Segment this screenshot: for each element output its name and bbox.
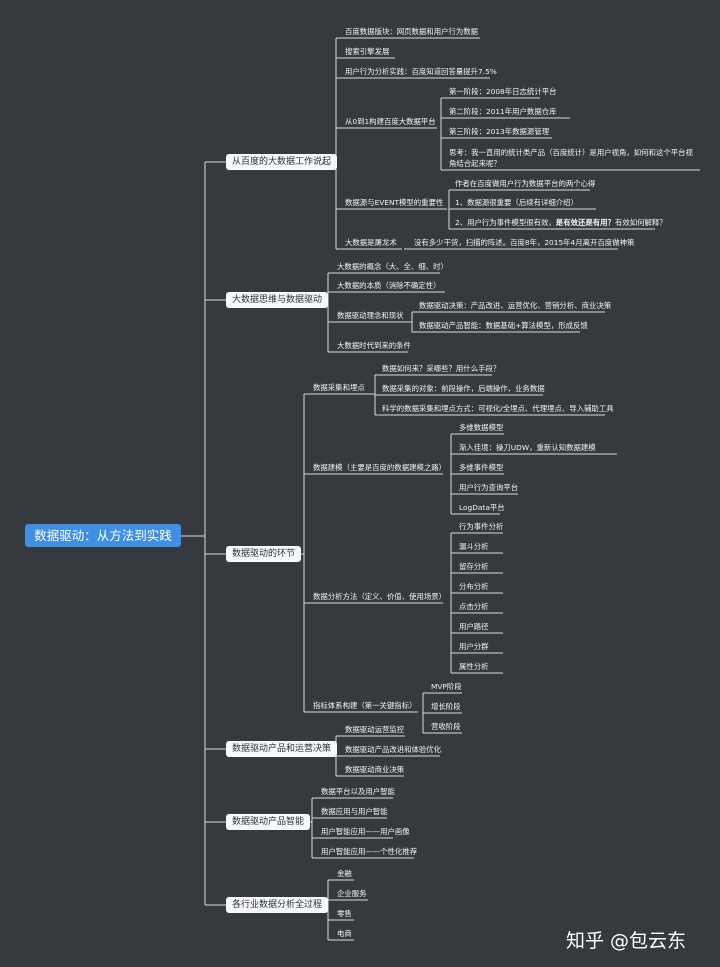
node-logdata[interactable]: LogData平台	[459, 503, 505, 512]
branch-data-driven-steps[interactable]: 数据驱动的环节	[226, 546, 302, 562]
node-udw[interactable]: 渐入佳境：操刀UDW，重新认知数据建模	[459, 443, 596, 452]
node-modeling[interactable]: 数据建模（主要是百度的数据建模之路）	[313, 463, 447, 472]
node-thinking[interactable]: 思考：我一直用的统计类产品（百度统计）是用户视角，如何和这个平台视角结合起来呢？	[449, 148, 693, 168]
node-insight-1[interactable]: 1、数据源很重要（后续有详细介绍）	[455, 198, 578, 207]
branch-industry-analysis[interactable]: 各行业数据分析全过程	[226, 897, 329, 913]
node-distribution[interactable]: 分布分析	[459, 582, 489, 591]
node-driven-decision[interactable]: 数据驱动决策：产品改进、运营优化、营销分析、商业决策	[419, 301, 612, 310]
node-app-intel[interactable]: 数据应用与用户智能	[321, 807, 388, 816]
node-product-improve[interactable]: 数据驱动产品改进和体验优化	[345, 745, 442, 754]
node-retention[interactable]: 留存分析	[459, 562, 489, 571]
node-attribute[interactable]: 属性分析	[459, 662, 489, 671]
node-segment[interactable]: 用户分群	[459, 642, 489, 651]
node-dragon-note[interactable]: 没有多少干货，扫描的阵述。百度8年，2015年4月离开百度做神策	[414, 238, 635, 247]
node-build-platform[interactable]: 从0到1构建百度大数据平台	[345, 117, 436, 126]
node-collection-methods[interactable]: 科学的数据采集和埋点方式：可视化/全埋点、代理埋点、导入辅助工具	[382, 404, 614, 413]
node-baidu-data-sections[interactable]: 百度数据版块：网页数据和用户行为数据	[345, 27, 479, 36]
node-ecommerce[interactable]: 电商	[337, 929, 352, 938]
node-collection[interactable]: 数据采集和埋点	[313, 383, 365, 392]
node-search-engine[interactable]: 搜索引擎发展	[345, 47, 390, 56]
node-enterprise[interactable]: 企业服务	[337, 889, 367, 898]
node-data-driven-idea[interactable]: 数据驱动理念和现状	[337, 311, 404, 320]
node-query-platform[interactable]: 用户行为查询平台	[459, 483, 519, 492]
node-growth[interactable]: 增长阶段	[431, 702, 461, 711]
node-dragon-slaying[interactable]: 大数据是屠龙术	[345, 238, 397, 247]
node-stage-1[interactable]: 第一阶段：2008年日志统计平台	[449, 87, 557, 96]
node-analysis-methods[interactable]: 数据分析方法（定义、价值、使用场景）	[313, 592, 447, 601]
node-mvp[interactable]: MVP阶段	[431, 682, 462, 691]
node-collection-objects[interactable]: 数据采集的对象：前段操作，后端操作，业务数据	[382, 384, 545, 393]
branch-product-intelligence[interactable]: 数据驱动产品智能	[226, 814, 311, 830]
node-retail[interactable]: 零售	[337, 909, 352, 918]
branch-baidu-bigdata[interactable]: 从百度的大数据工作说起	[226, 154, 338, 170]
node-insight-2[interactable]: 2、用户行为事件模型很有效，是有效还是有用？有效如何解释？	[455, 218, 667, 227]
node-metrics[interactable]: 指标体系构建（第一关键指标）	[313, 701, 417, 710]
node-multidim-event[interactable]: 多维事件模型	[459, 463, 504, 472]
node-stage-3[interactable]: 第三阶段：2013年数据源管理	[449, 127, 550, 136]
node-multidim-model[interactable]: 多维数据模型	[459, 423, 504, 432]
node-collection-q[interactable]: 数据如何来？采哪些？用什么手段？	[382, 364, 501, 373]
node-click[interactable]: 点击分析	[459, 602, 489, 611]
watermark: 知乎 @包云东	[566, 930, 687, 952]
node-finance[interactable]: 金融	[337, 869, 352, 878]
node-path[interactable]: 用户路径	[459, 622, 489, 631]
branch-bigdata-thinking[interactable]: 大数据思维与数据驱动	[226, 292, 329, 308]
node-funnel[interactable]: 漏斗分析	[459, 542, 489, 551]
node-user-portrait[interactable]: 用户智能应用——用户画像	[321, 827, 410, 836]
branch-product-operation[interactable]: 数据驱动产品和运营决策	[226, 741, 338, 757]
node-platform-intel[interactable]: 数据平台以及用户智能	[321, 787, 395, 796]
node-era-conditions[interactable]: 大数据时代到来的条件	[337, 341, 411, 350]
root-node[interactable]: 数据驱动：从方法到实践	[25, 524, 181, 547]
node-ops-monitor[interactable]: 数据驱动运营监控	[345, 725, 405, 734]
node-business-decision[interactable]: 数据驱动商业决策	[345, 765, 405, 774]
node-two-insights[interactable]: 作者在百度做用户行为数据平台的两个心得	[455, 179, 596, 188]
node-event-model[interactable]: 数据源与EVENT模型的重要性	[345, 198, 444, 207]
node-bigdata-essence[interactable]: 大数据的本质（消除不确定性）	[337, 281, 441, 290]
node-recommend[interactable]: 用户智能应用——个性化推荐	[321, 847, 418, 856]
node-revenue[interactable]: 营收阶段	[431, 722, 461, 731]
node-event-analysis[interactable]: 行为事件分析	[459, 522, 504, 531]
node-bigdata-concept[interactable]: 大数据的概念（大、全、细、时）	[337, 262, 448, 271]
node-driven-intelligence[interactable]: 数据驱动产品智能：数据基础+算法模型，形成反馈	[419, 321, 588, 330]
node-stage-2[interactable]: 第二阶段：2011年用户数据仓库	[449, 107, 557, 116]
node-behavior-practice[interactable]: 用户行为分析实践：百度知道回答量提升7.5%	[345, 67, 497, 76]
